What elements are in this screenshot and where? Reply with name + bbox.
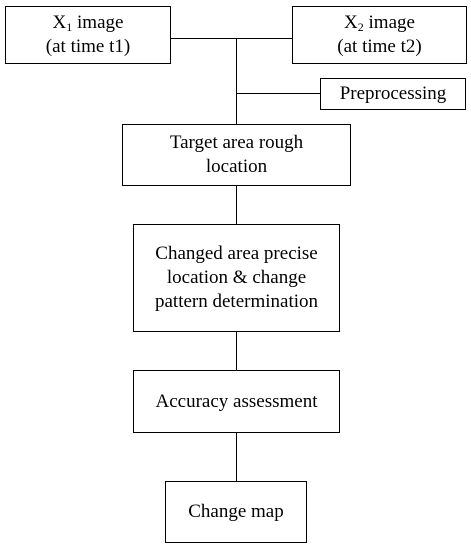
x2-image-box: X2 image (at time t2) [292, 6, 467, 64]
x2-subscript: 2 [357, 20, 364, 34]
connector-changed-to-accuracy [236, 331, 237, 371]
x1-time-label: (at time t1) [45, 36, 131, 57]
x1-image-label: X1 image (at time t1) [46, 11, 130, 59]
target-area-label: Target area rough location [169, 132, 304, 177]
x1-prefix: X [52, 12, 67, 33]
x1-line1-suffix: image [72, 12, 124, 33]
x1-subscript: 1 [66, 20, 73, 34]
target-area-box: Target area rough location [122, 124, 351, 186]
connector-main-to-target [236, 38, 237, 124]
x2-image-label: X2 image (at time t2) [337, 11, 421, 59]
changed-area-box: Changed area precise location & change p… [133, 224, 340, 332]
change-map-label: Change map [188, 501, 284, 522]
x2-line1-suffix: image [363, 12, 415, 33]
accuracy-label: Accuracy assessment [155, 390, 318, 412]
x2-prefix: X [344, 12, 358, 33]
preprocessing-box: Preprocessing [320, 78, 466, 110]
x2-time-label: (at time t2) [337, 36, 422, 57]
change-map-box: Change map [165, 481, 307, 543]
preprocessing-label: Preprocessing [339, 83, 447, 104]
connector-accuracy-to-changemap [236, 432, 237, 482]
changed-area-label: Changed area precise location & change p… [154, 243, 319, 312]
connector-target-to-changed [236, 185, 237, 225]
connector-to-preprocessing [236, 93, 321, 94]
accuracy-box: Accuracy assessment [133, 370, 340, 433]
connector-x1-to-x2 [170, 38, 293, 39]
x1-image-box: X1 image (at time t1) [5, 6, 171, 64]
